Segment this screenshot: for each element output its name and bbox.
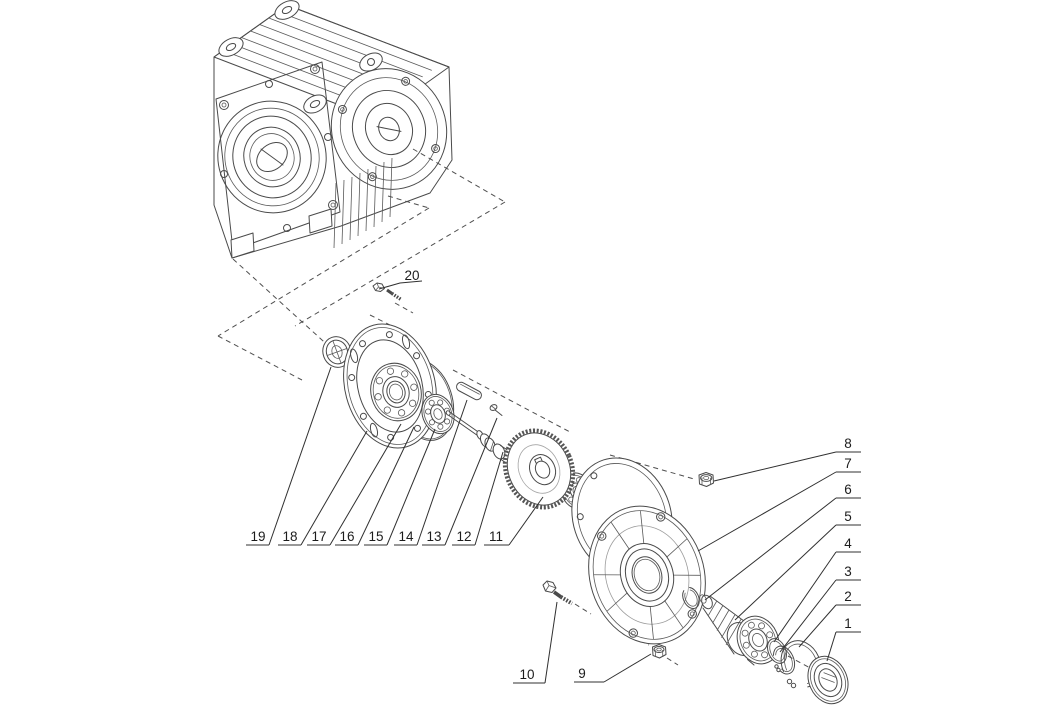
callout-label-15: 15 [368,529,383,544]
callout-leader-13 [444,417,498,546]
part-flange-7 [588,505,706,645]
callout-leader-7 [697,471,837,552]
callout-leader-10 [544,601,558,684]
callout-label-19: 19 [250,529,265,544]
callout-label-13: 13 [426,529,441,544]
part-screw-13 [489,404,503,416]
mount-lug-icon [218,0,383,114]
gearbox-assembly [213,0,453,259]
callout-leader-16 [357,426,415,546]
callouts: 20 19 18 17 16 15 14 13 12 11 10 9 8 7 6 5 4 3 2 1 [246,268,861,684]
callout-leader-1 [826,631,837,662]
part-shim-ring [682,586,700,610]
callout-label-17: 17 [311,529,326,544]
callout-label-5: 5 [844,509,852,524]
callout-leader-4 [773,551,837,643]
callout-label-2: 2 [844,589,852,604]
callout-label-16: 16 [339,529,354,544]
part-bearing-17 [370,362,422,422]
callout-leader-11 [508,496,544,546]
callout-leader-18 [300,430,368,546]
part-nut-8 [698,472,714,487]
part-oil-seal-1 [807,655,849,705]
callout-leader-14 [416,399,468,546]
callout-label-18: 18 [282,529,297,544]
callout-label-11: 11 [489,529,503,544]
callout-leader-8 [713,451,837,482]
callout-label-14: 14 [398,529,414,544]
callout-leader-19 [268,366,332,546]
callout-label-1: 1 [844,616,852,631]
callout-label-8: 8 [844,436,852,451]
part-spur-gear-11 [502,428,576,510]
callout-leader-9 [603,653,652,683]
part-oil-seal-19 [322,336,352,368]
circlip-axis-dash [787,655,813,670]
part-nut-9 [652,644,667,659]
callout-label-10: 10 [519,667,534,682]
callout-label-12: 12 [456,529,471,544]
output-boss [217,100,327,214]
callout-label-9: 9 [578,666,586,681]
callout-label-4: 4 [844,536,852,551]
callout-leader-17 [329,423,402,546]
callout-leader-5 [734,524,837,621]
callout-leader-15 [386,428,436,546]
part-bolt-20 [372,282,402,301]
callout-leader-6 [704,497,837,601]
callout-leader-20 [378,280,423,290]
callout-label-20: 20 [404,268,419,283]
callout-label-7: 7 [844,456,852,471]
callout-leader-3 [779,579,837,653]
part-key-14 [456,381,482,401]
callout-leader-12 [474,451,504,546]
callout-leader-2 [798,604,837,648]
part-output-flange-18 [343,323,437,449]
callout-label-3: 3 [844,564,852,579]
part-bolt-10 [542,580,574,606]
callout-label-6: 6 [844,482,852,497]
motor-flange [330,68,448,190]
part-bearing-15 [421,393,455,435]
